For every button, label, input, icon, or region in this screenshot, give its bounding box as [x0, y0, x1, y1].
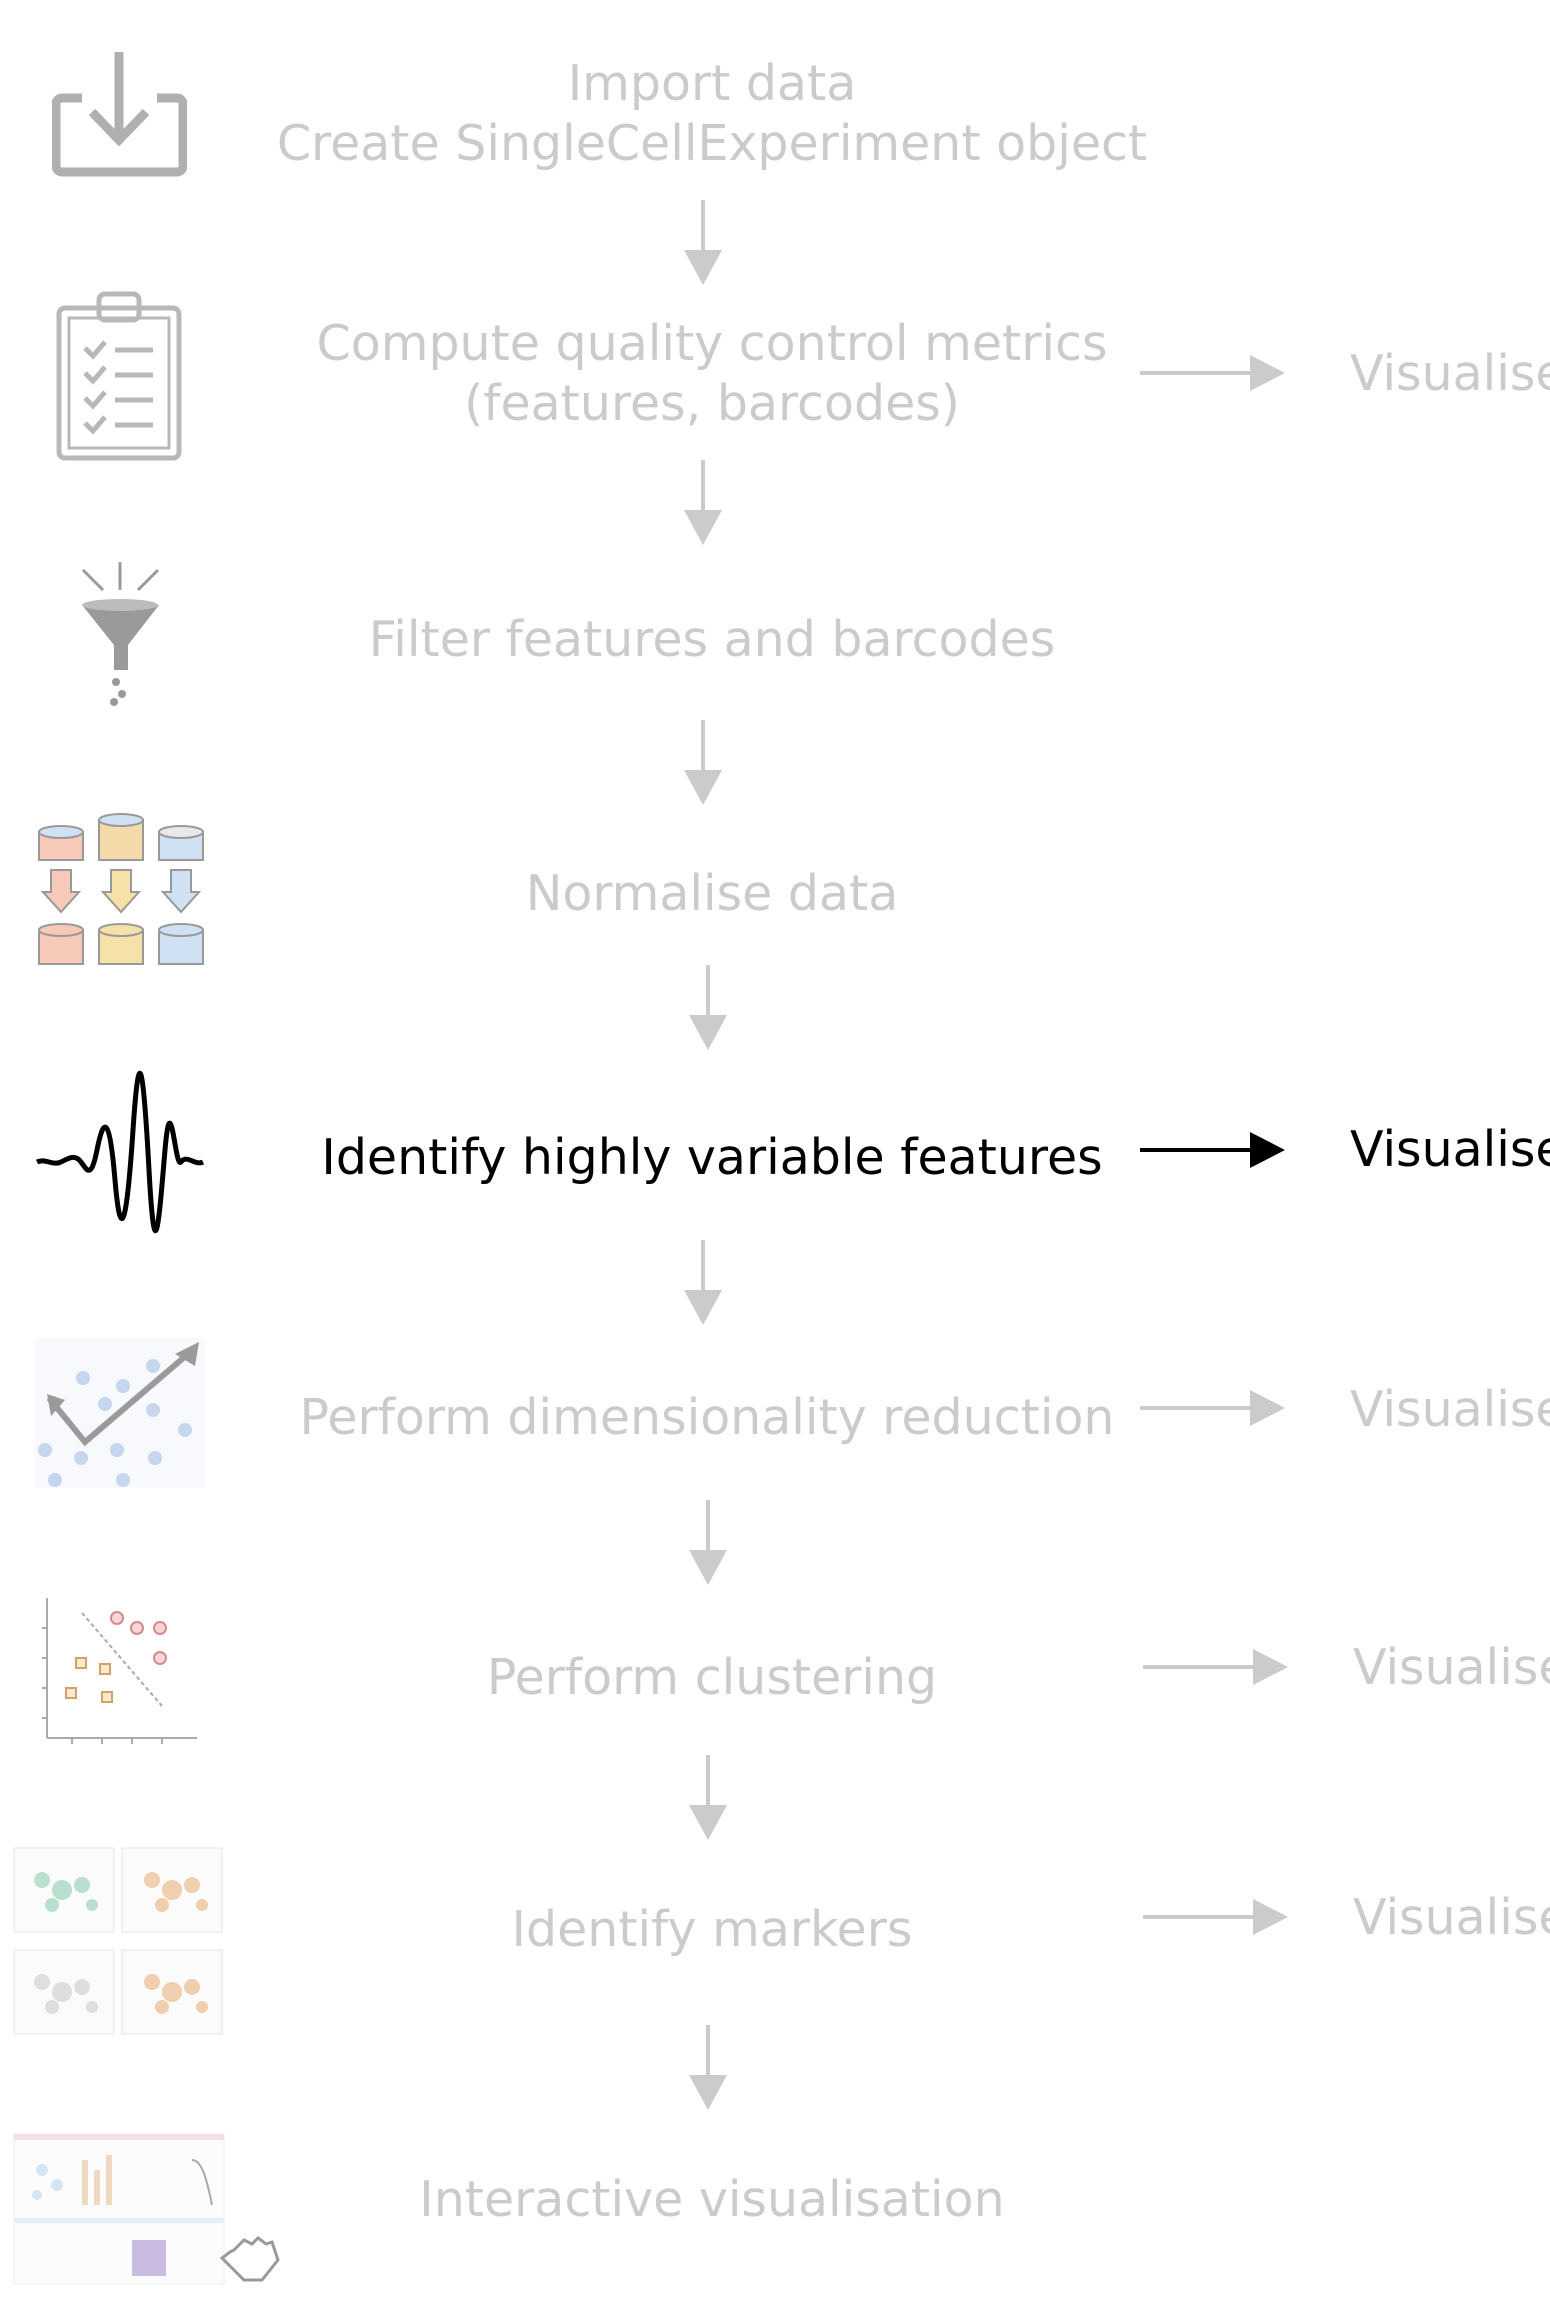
visualise-hvf: Visualise	[1350, 1121, 1550, 1178]
step-qc-line2: (features, barcodes)	[464, 375, 960, 432]
down-arrow-4	[689, 965, 727, 1050]
step-interactive: Interactive visualisation	[419, 2171, 1005, 2228]
step-import: Import data Create SingleCellExperiment …	[262, 54, 1162, 174]
step-clustering: Perform clustering	[486, 1649, 938, 1706]
step-import-line2: Create SingleCellExperiment object	[276, 115, 1148, 172]
step-qc-line1: Compute quality control metrics	[316, 315, 1108, 372]
visualise-dimred: Visualise	[1350, 1381, 1550, 1438]
down-arrow-1	[684, 200, 722, 285]
funnel-icon	[81, 562, 160, 706]
right-arrow-markers	[1143, 1899, 1288, 1935]
right-arrow-hvf	[1140, 1132, 1285, 1168]
right-arrow-qc	[1140, 355, 1285, 391]
waveform-icon	[35, 1071, 205, 1233]
step-filter: Filter features and barcodes	[368, 611, 1056, 668]
visualise-qc: Visualise	[1350, 345, 1550, 402]
scatter-trend-icon	[35, 1338, 205, 1488]
down-arrow-2	[684, 460, 722, 545]
step-normalise: Normalise data	[525, 865, 899, 922]
step-markers: Identify markers	[511, 1901, 913, 1958]
down-arrow-3	[684, 720, 722, 805]
visualise-clustering: Visualise	[1353, 1639, 1550, 1696]
right-arrow-dimred	[1140, 1390, 1285, 1426]
cluster-plot-icon	[42, 1598, 197, 1744]
down-arrow-6	[689, 1500, 727, 1585]
interactive-dashboard-icon	[13, 2133, 280, 2285]
step-import-line1: Import data	[567, 55, 857, 112]
step-dimred: Perform dimensionality reduction	[299, 1389, 1115, 1446]
right-arrow-cluster	[1143, 1649, 1288, 1685]
import-icon	[52, 52, 187, 177]
down-arrow-8	[689, 2025, 727, 2110]
database-normalise-icon	[38, 813, 204, 965]
step-hvf: Identify highly variable features	[321, 1129, 1103, 1186]
down-arrow-7	[689, 1755, 727, 1840]
down-arrow-5	[684, 1240, 722, 1325]
clipboard-checklist-icon	[56, 291, 182, 461]
visualise-markers: Visualise	[1353, 1889, 1550, 1946]
marker-plots-icon	[13, 1847, 223, 2035]
step-qc: Compute quality control metrics (feature…	[262, 314, 1162, 434]
